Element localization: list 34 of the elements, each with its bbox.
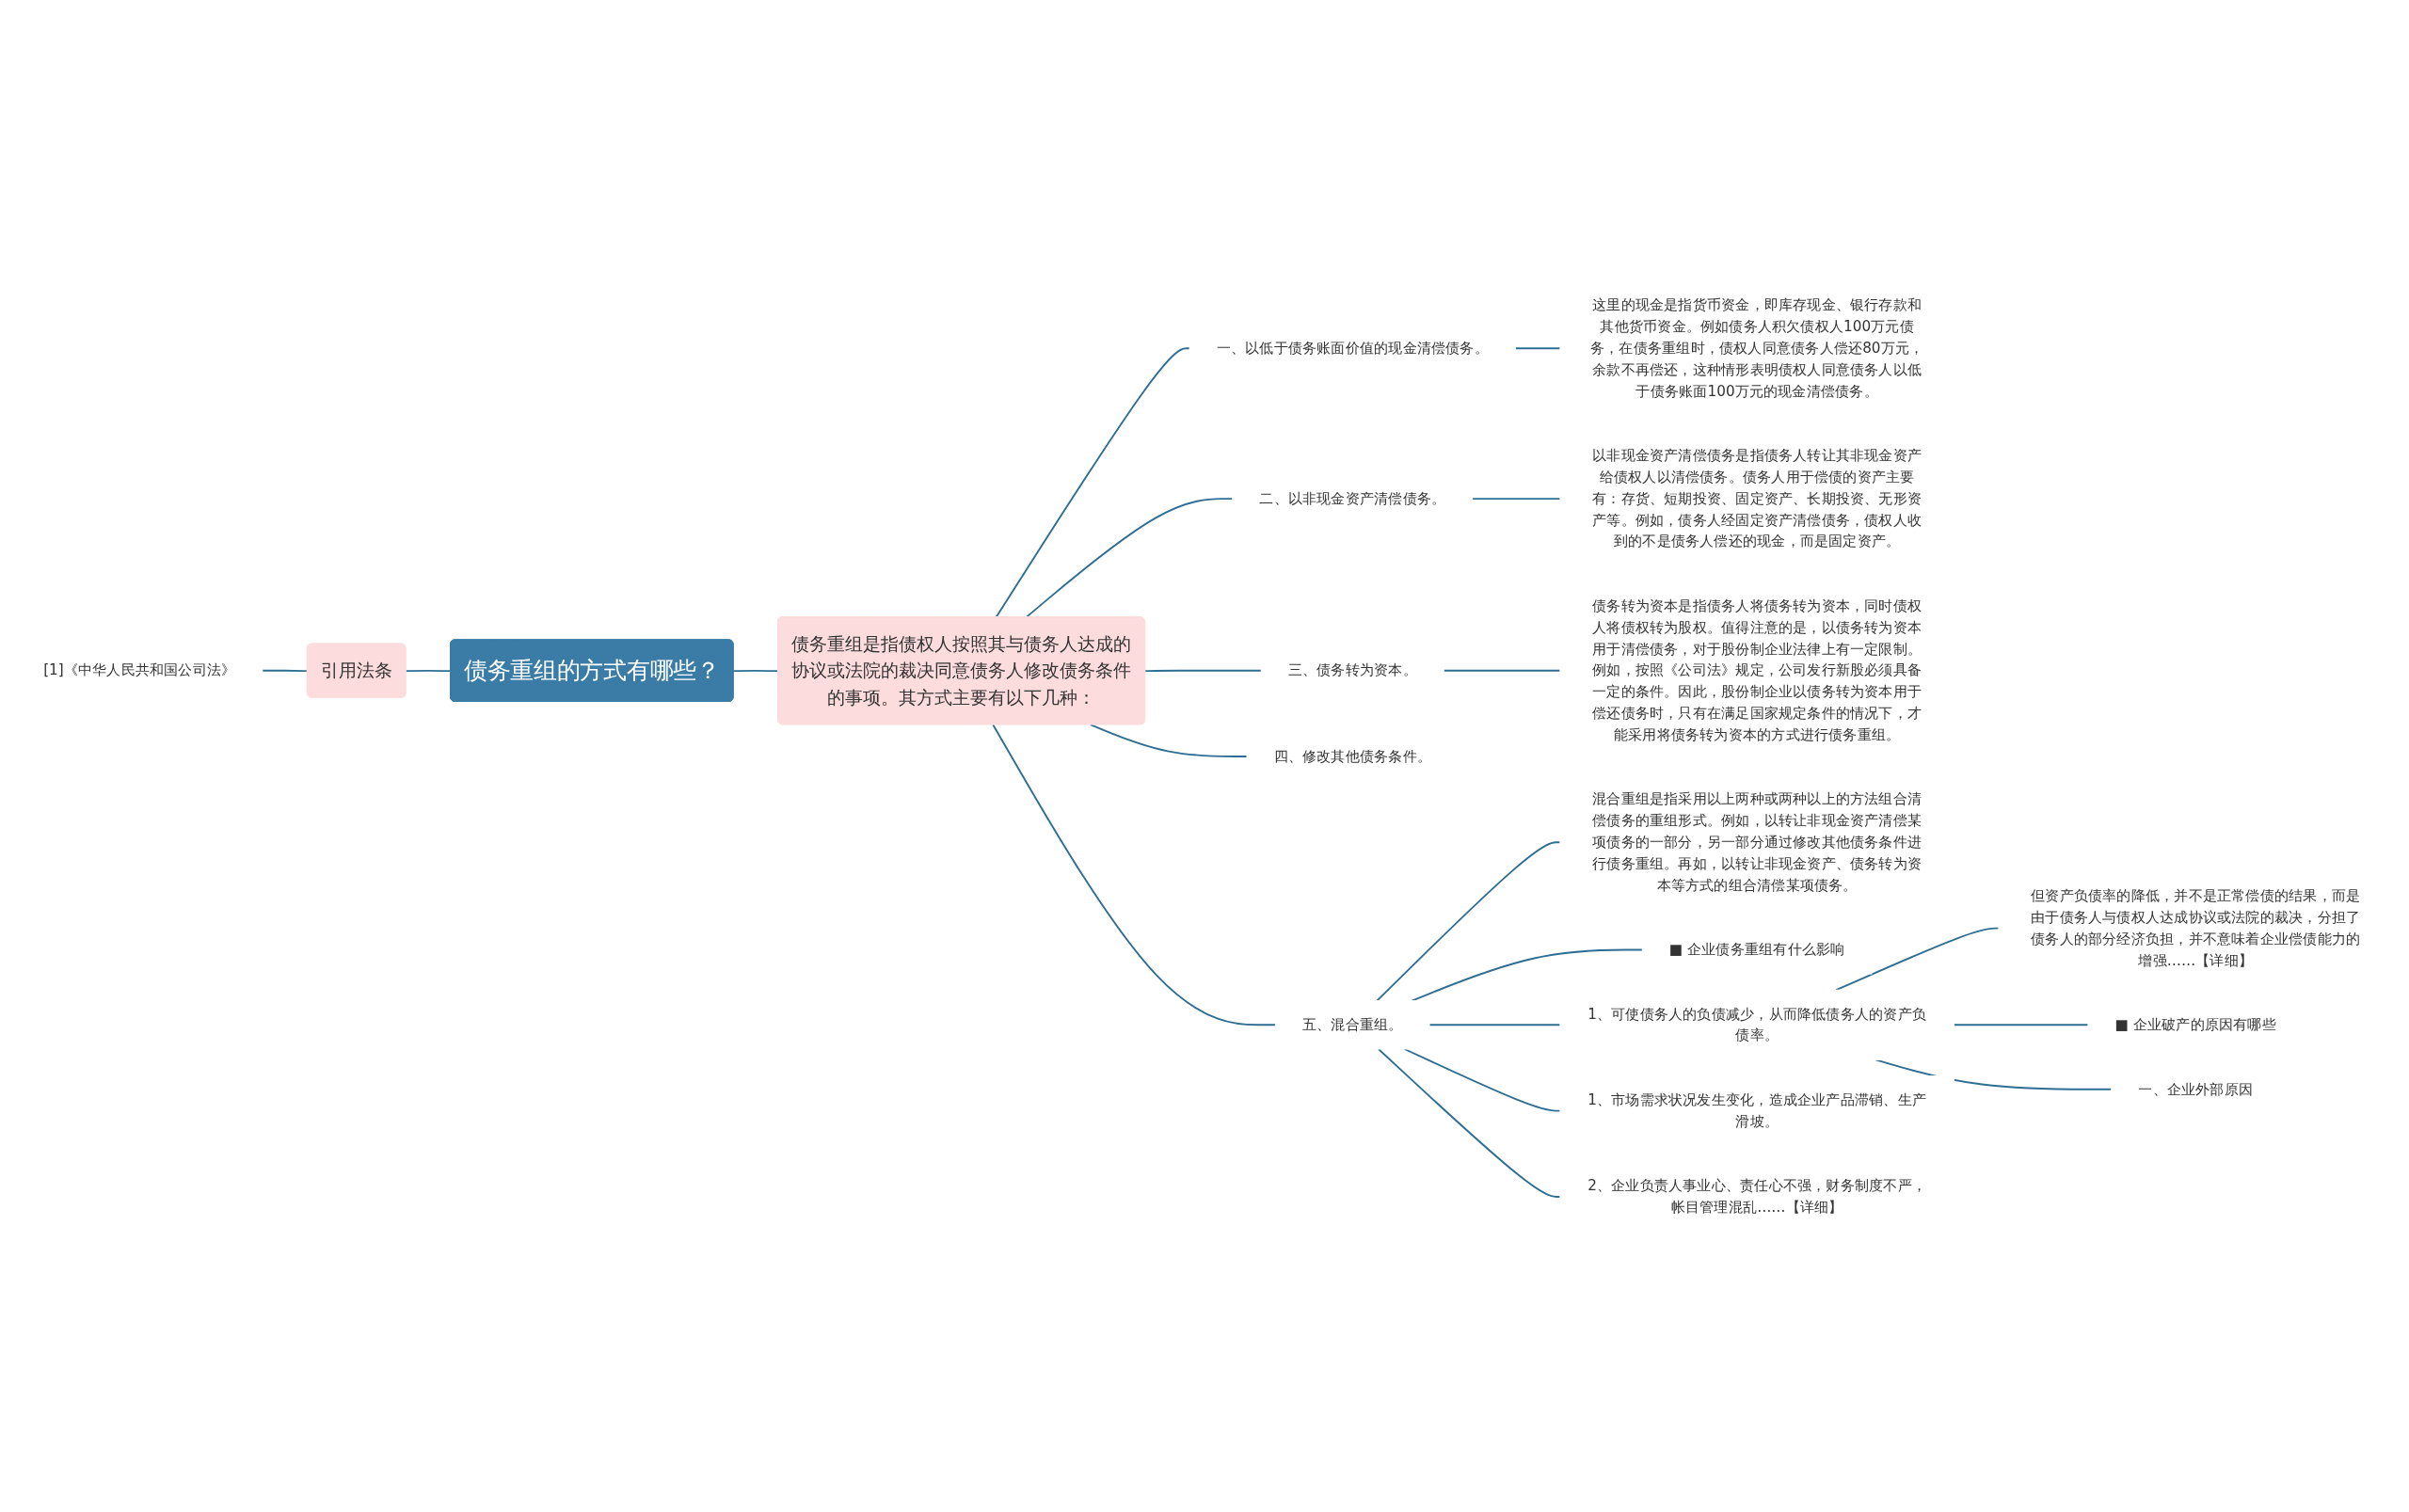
connector	[1376, 840, 1561, 1002]
connector	[1378, 1047, 1561, 1198]
node-text: 五、混合重组。	[1301, 1015, 1403, 1033]
node-text: 2、企业负责人事业心、责任心不强，财务制度不严，帐目管理混乱……【详细】	[1587, 1176, 1926, 1216]
node-text: 1、可使债务人的负债减少，从而降低债务人的资产负债率。	[1587, 1004, 1926, 1043]
connector	[995, 346, 1191, 618]
connector	[1144, 669, 1263, 672]
connector	[1953, 1023, 2089, 1026]
node-text: 但资产负债率的降低，并不是正常偿债的结果，而是由于债务人与债权人达成协议或法院的裁决，分担了债务人的部分经济负担，并不意味着企业偿债能力的增强……【详细】	[2031, 886, 2361, 968]
node-text: ■ 企业破产的原因有哪些	[2114, 1015, 2276, 1033]
connector	[261, 669, 309, 672]
connector	[1514, 346, 1561, 349]
connector	[1443, 669, 1561, 672]
node-text: 一、以低于债务账面价值的现金清偿债务。	[1216, 339, 1489, 357]
node-text: 一、企业外部原因	[2138, 1079, 2254, 1097]
node-text: 债务转为资本是指债务人将债务转为资本，同时债权人将债权转为股权。值得注意的是，以债务转为资本用于清偿债务，对于股份制企业法律上有一定限制。例如，按照《公司法》规定，公司发行新股必须具备一定的条件。因此，股份制企业以债务转为资本用于偿还债务时，只有在满足国家规定条件的情况下，才能采用将债务转为资本的方式进行债务重组。	[1592, 597, 1922, 743]
connector	[1428, 1023, 1561, 1026]
connector	[1875, 1058, 2113, 1090]
connector	[1411, 947, 1644, 1002]
node-text: ■ 企业债务重组有什么影响	[1668, 940, 1845, 958]
connector	[1471, 497, 1561, 500]
node-text: [1]《中华人民共和国公司法》	[43, 661, 236, 678]
connector	[1025, 497, 1234, 618]
node-text: 二、以非现金资产清偿债务。	[1259, 489, 1446, 507]
connector	[992, 723, 1277, 1026]
node-text: 三、债务转为资本。	[1287, 661, 1417, 678]
node-text: 以非现金资产清偿债务是指债务人转让其非现金资产给债权人以清偿债务。债务人用于偿债的资产主要有：存货、短期投资、固定资产、长期投资、无形资产等。例如，债务人经固定资产清偿债务，债权人收到的不是债务人偿还的现金，而是固定资产。	[1592, 446, 1922, 549]
node-text: 这里的现金是指货币资金，即库存现金、银行存款和其他货币资金。例如债务人积欠债权人100万元债务，在债务重组时，债权人同意债务人偿还80万元，余款不再偿还，这种情形表明债权人同意债务人以低于债务账面100万元的现金清偿债务。	[1590, 295, 1924, 400]
connector	[1403, 1047, 1561, 1112]
connector	[1089, 723, 1248, 757]
node-text: 混合重组是指采用以上两种或两种以上的方法组合清偿债务的重组形式。例如，以转让非现金资产清偿某项债务的一部分，另一部分通过修改其他债务条件进行债务重组。再如，以转让非现金资产、债务转为资本等方式的组合清偿某项债务。	[1592, 789, 1922, 894]
node-text: 四、修改其他债务条件。	[1273, 746, 1431, 765]
connector	[405, 669, 452, 672]
node-text: 1、市场需求状况发生变化，造成企业产品滞销、生产滑坡。	[1587, 1090, 1926, 1130]
